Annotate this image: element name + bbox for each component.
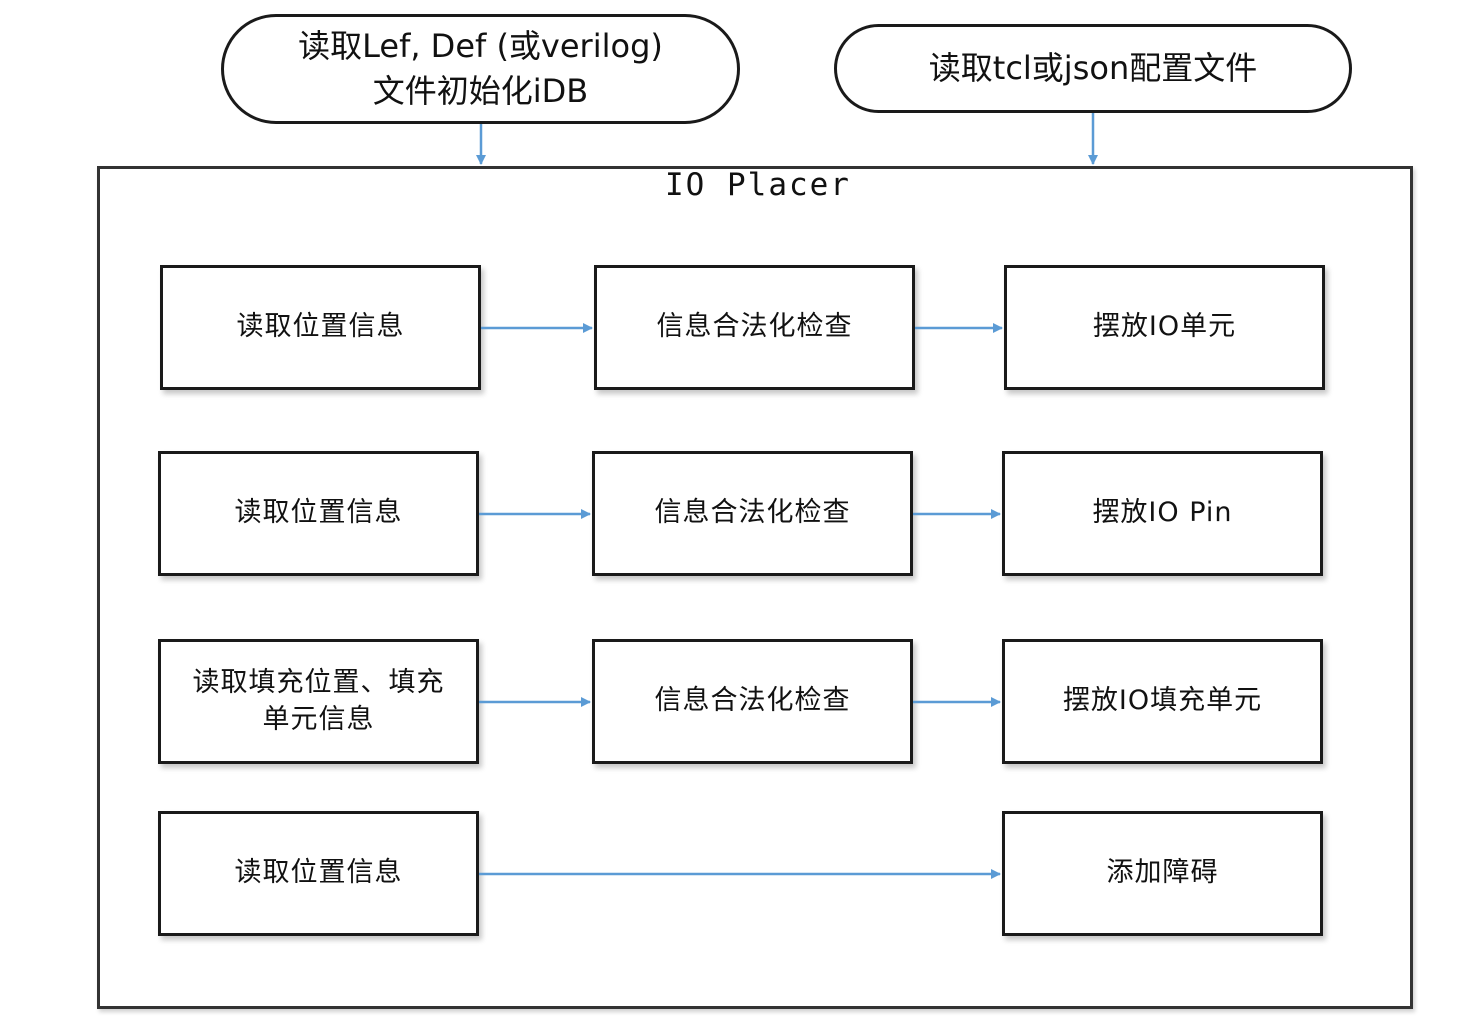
row3-check-box: 信息合法化检查 [592,639,913,764]
row2-read-box: 读取位置信息 [158,451,479,576]
input-config-terminal: 读取tcl或json配置文件 [834,24,1352,113]
row2-read-label: 读取位置信息 [234,497,403,529]
row2-check-box: 信息合法化检查 [592,451,913,576]
row3-read-label-line1: 读取填充位置、填充 [192,667,445,699]
row1-read-label: 读取位置信息 [236,311,405,343]
row3-read-label-line2: 单元信息 [262,703,375,735]
row3-check-label: 信息合法化检查 [654,685,851,717]
row3-place-box: 摆放IO填充单元 [1002,639,1323,764]
row1-check-label: 信息合法化检查 [656,311,853,343]
row1-check-box: 信息合法化检查 [594,265,915,390]
row1-place-box: 摆放IO单元 [1004,265,1325,390]
row2-place-label: 摆放IO Pin [1092,497,1233,529]
input-lef-def-line1: 读取Lef, Def (或verilog) [298,27,663,66]
row2-check-label: 信息合法化检查 [654,497,851,529]
row4-read-label: 读取位置信息 [234,857,403,889]
io-placer-frame: IO Placer [97,166,1413,1009]
row2-place-box: 摆放IO Pin [1002,451,1323,576]
row4-obstacle-label: 添加障碍 [1106,857,1219,889]
row1-read-box: 读取位置信息 [160,265,481,390]
row1-place-label: 摆放IO单元 [1092,311,1237,343]
input-config-label: 读取tcl或json配置文件 [928,49,1258,88]
row3-read-box: 读取填充位置、填充 单元信息 [158,639,479,764]
input-lef-def-terminal: 读取Lef, Def (或verilog) 文件初始化iDB [221,14,740,124]
frame-title: IO Placer [665,167,851,203]
row4-read-box: 读取位置信息 [158,811,479,936]
row4-obstacle-box: 添加障碍 [1002,811,1323,936]
row3-place-label: 摆放IO填充单元 [1062,685,1263,717]
input-lef-def-line2: 文件初始化iDB [372,72,589,110]
